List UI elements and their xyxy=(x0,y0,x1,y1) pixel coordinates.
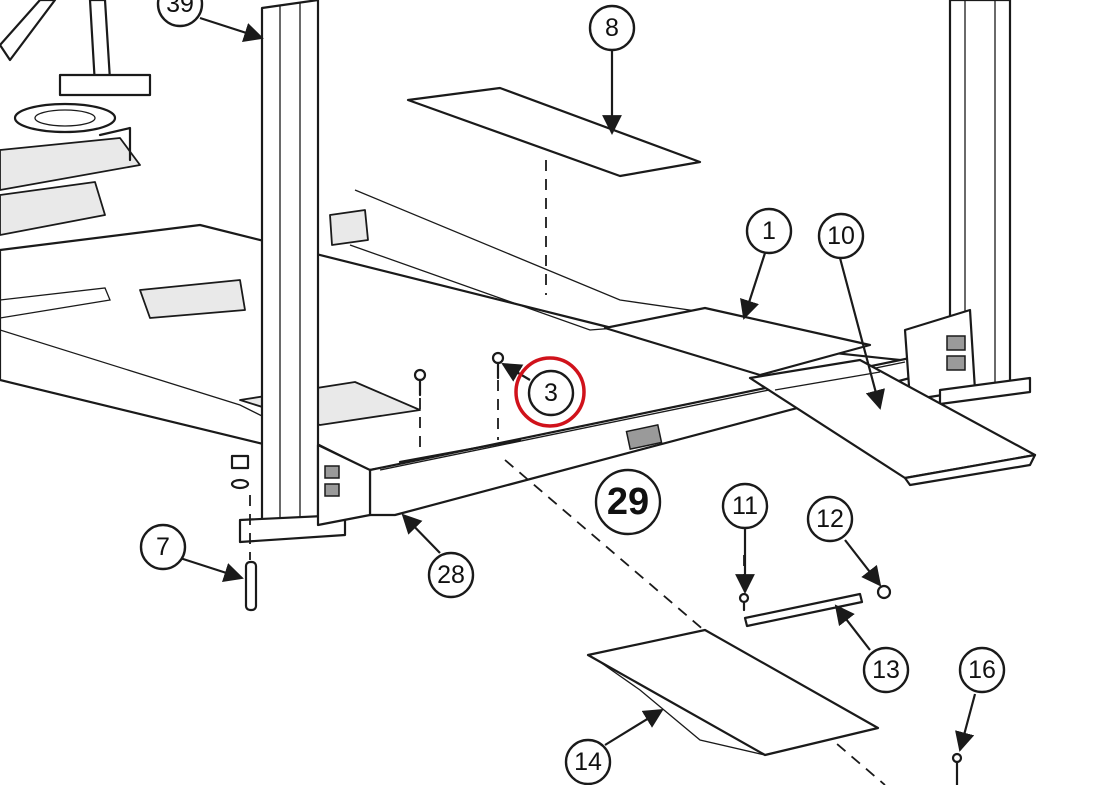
deck-cover-plate xyxy=(406,86,702,178)
item-16-bolt xyxy=(951,752,963,785)
axle-pin-kit xyxy=(738,555,892,628)
bolts xyxy=(398,351,522,464)
leader-lines xyxy=(179,16,977,752)
callout-29: 29 xyxy=(594,468,662,536)
callout-12: 12 xyxy=(806,495,854,543)
rear-post-assembly xyxy=(0,0,152,236)
front-left-post xyxy=(238,0,372,544)
callout-13: 13 xyxy=(862,646,910,694)
callout-1: 1 xyxy=(745,207,793,255)
anchor-hardware xyxy=(230,454,258,612)
callout-10-label: 10 xyxy=(827,222,855,250)
callout-8-label: 8 xyxy=(605,14,619,42)
callout-28-label: 28 xyxy=(437,561,465,589)
callout-1-label: 1 xyxy=(762,217,776,245)
callout-16-label: 16 xyxy=(968,656,996,684)
callout-11-label: 11 xyxy=(732,492,758,520)
callout-28: 28 xyxy=(427,551,475,599)
approach-ramp-right xyxy=(748,358,1037,487)
highlight-ring xyxy=(514,356,586,428)
callout-8: 8 xyxy=(588,4,636,52)
callout-13-label: 13 xyxy=(872,656,900,684)
callout-39: 39 xyxy=(156,0,204,28)
callout-3: 3 xyxy=(514,356,586,428)
runway-plate xyxy=(603,306,872,377)
callout-11: 11 xyxy=(721,482,769,530)
callout-16: 16 xyxy=(958,646,1006,694)
callout-10: 10 xyxy=(817,212,865,260)
callout-7-label: 7 xyxy=(156,533,170,561)
right-post xyxy=(903,0,1032,406)
callout-3-label: 3 xyxy=(544,379,558,407)
callout-14-label: 14 xyxy=(574,748,602,776)
callout-12-label: 12 xyxy=(816,505,844,533)
callout-7: 7 xyxy=(139,523,187,571)
callout-14: 14 xyxy=(564,738,612,785)
approach-ramp-front xyxy=(586,628,880,757)
callout-39-label: 39 xyxy=(166,0,194,18)
callout-29-label: 29 xyxy=(607,481,649,523)
